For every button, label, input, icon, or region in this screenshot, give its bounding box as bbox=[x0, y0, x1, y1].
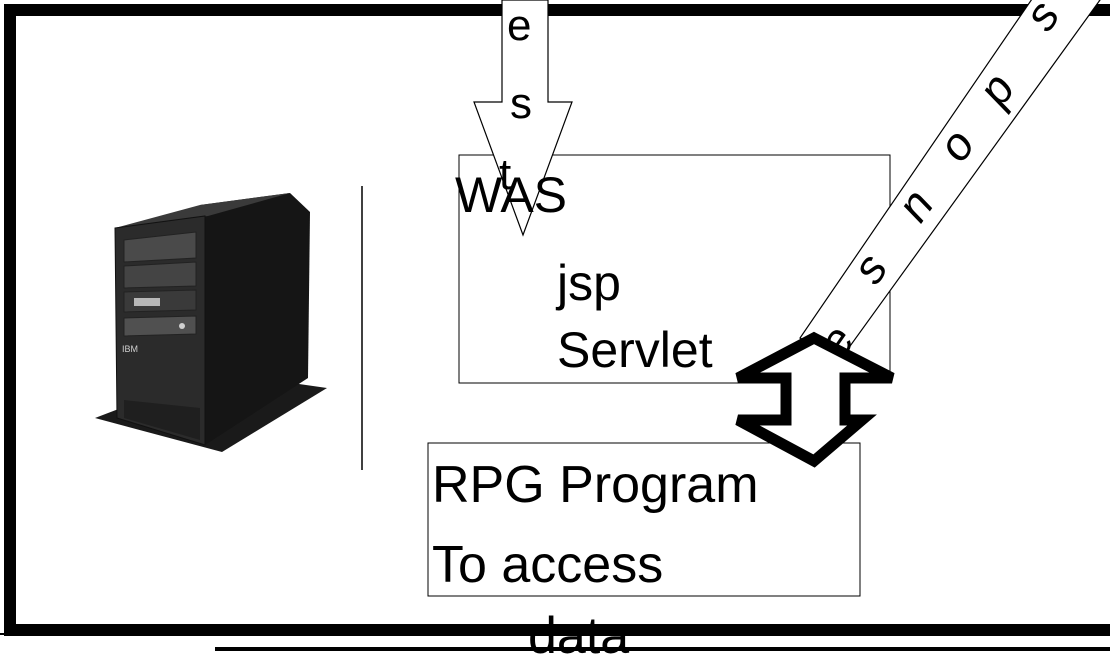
bidirectional-arrow bbox=[735, 331, 895, 468]
response-arrow bbox=[799, 0, 1101, 361]
request-letter-1: e bbox=[507, 1, 532, 50]
request-letter-2: s bbox=[510, 79, 532, 128]
rpg-box bbox=[427, 442, 861, 597]
was-jsp-label: jsp bbox=[557, 255, 621, 311]
server-tower-icon bbox=[95, 193, 327, 452]
outer-frame bbox=[4, 4, 1110, 636]
server-brand-label: IBM bbox=[122, 344, 138, 354]
was-servlet-label: Servlet bbox=[557, 322, 713, 378]
rpg-program-label: RPG Program bbox=[432, 456, 759, 514]
request-letter-3: t bbox=[499, 150, 512, 199]
rpg-data-label: data bbox=[528, 607, 630, 665]
request-arrow bbox=[473, 0, 573, 237]
rpg-access-label: To access bbox=[432, 536, 664, 594]
was-title: WAS bbox=[455, 167, 568, 223]
